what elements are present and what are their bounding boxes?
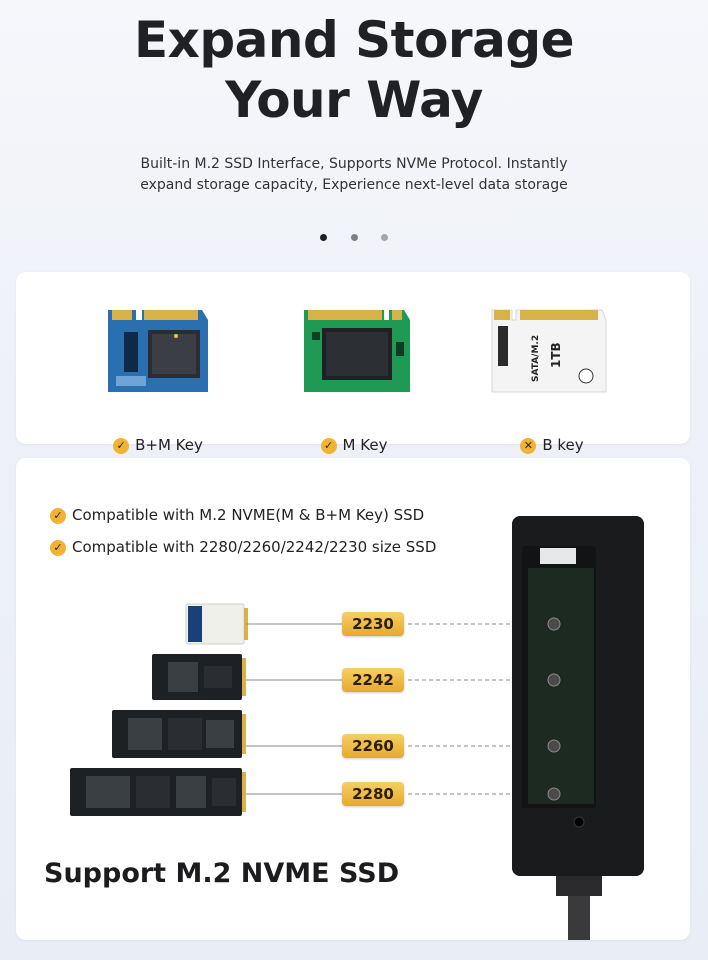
compatibility-card: ✓Compatible with M.2 NVME(M & B+M Key) S…: [16, 458, 690, 940]
ssd-2260: [112, 710, 246, 758]
hero-title-line-1: Expand Storage: [133, 11, 575, 69]
key-types-card: ✓B+M Key ✓M Key SATA/M.2 1TB ✕B ke: [16, 272, 690, 454]
x-icon: ✕: [520, 437, 537, 454]
hero-title: Expand Storage Your Way: [0, 10, 708, 130]
ssd-b-label-right: 1TB: [549, 342, 563, 368]
key-b: SATA/M.2 1TB ✕B key: [462, 302, 642, 454]
key-bm: ✓B+M Key: [68, 302, 248, 454]
hero-title-line-2: Your Way: [225, 71, 483, 129]
size-tag-2280: 2280: [342, 782, 404, 806]
size-tag-2242: 2242: [342, 668, 404, 692]
carousel-dot-3[interactable]: [380, 234, 388, 241]
key-b-label: ✕B key: [462, 436, 642, 454]
ssd-m-key-image: [304, 310, 410, 392]
size-tag-2260: 2260: [342, 734, 404, 758]
key-m-label: ✓M Key: [264, 436, 444, 454]
ssd-2230: [185, 603, 248, 645]
ssd-2242: [152, 654, 246, 700]
check-icon: ✓: [113, 437, 130, 454]
feature-1: ✓Compatible with M.2 NVME(M & B+M Key) S…: [50, 506, 424, 524]
ssd-b-label-left: SATA/M.2: [531, 335, 541, 382]
key-bm-label: ✓B+M Key: [68, 436, 248, 454]
check-icon: ✓: [50, 539, 66, 556]
ssd-size-diagram: [70, 516, 644, 940]
carousel-dots: [0, 226, 708, 245]
ssd-b-key-image: SATA/M.2 1TB: [491, 309, 607, 393]
feature-2: ✓Compatible with 2280/2260/2242/2230 siz…: [50, 538, 436, 556]
check-icon: ✓: [320, 437, 337, 454]
ssd-enclosure: [512, 516, 644, 940]
bottom-title: Support M.2 NVME SSD: [44, 858, 400, 889]
hero-subtitle-line-2: expand storage capacity, Experience next…: [140, 177, 568, 193]
hero-subtitle: Built-in M.2 SSD Interface, Supports NVM…: [0, 154, 708, 196]
carousel-dot-2[interactable]: [350, 234, 358, 241]
hero-subtitle-line-1: Built-in M.2 SSD Interface, Supports NVM…: [140, 156, 568, 172]
size-tag-2230: 2230: [342, 612, 404, 636]
check-icon: ✓: [50, 507, 66, 524]
carousel-dot-1[interactable]: [320, 234, 328, 241]
ssd-bm-key-image: [108, 310, 208, 392]
ssd-2280: [70, 768, 246, 816]
key-m: ✓M Key: [264, 302, 444, 454]
